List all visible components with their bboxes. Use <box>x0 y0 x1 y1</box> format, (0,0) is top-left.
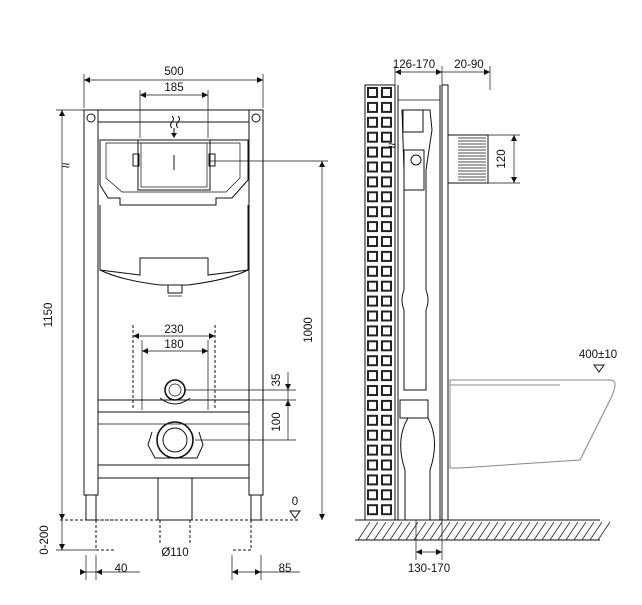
dim-foot-adjust: 0-200 <box>39 525 51 554</box>
left-frame-post <box>83 109 99 496</box>
dim-offset-small: 35 <box>271 374 283 387</box>
dim-foot-left: 40 <box>115 563 128 575</box>
dim-wall-depth: 126-170 <box>393 59 435 71</box>
cistern-top <box>99 139 249 206</box>
dim-bowl-height: 400±10 <box>579 349 617 361</box>
inlet-connector <box>447 134 489 184</box>
dim-plate-width: 185 <box>164 82 183 94</box>
cistern-side <box>401 109 433 391</box>
floor-level-label: 0 <box>292 496 298 508</box>
right-frame-post <box>248 109 264 496</box>
dim-rod-inner: 180 <box>164 339 183 351</box>
dim-height-total: 1150 <box>43 303 55 328</box>
mount-hole-right <box>251 113 261 123</box>
flush-plate <box>137 139 211 191</box>
front-view: 500 185 1150 ≈ 1000 230 180 <box>39 66 328 580</box>
toilet-bowl <box>449 379 616 469</box>
dim-height-plate: 1000 <box>303 317 315 343</box>
dim-foot-right: 85 <box>279 563 292 575</box>
dim-rod-outer: 230 <box>164 324 183 336</box>
floor-hatch <box>357 521 611 541</box>
drain-outlet <box>157 477 193 521</box>
dim-inlet-height: 120 <box>496 149 508 168</box>
dim-drain-diameter: Ø110 <box>161 547 188 559</box>
dim-width-total: 500 <box>164 66 183 78</box>
drain-pipe-bend <box>156 421 194 459</box>
mount-hole-left <box>86 113 96 123</box>
water-symbol: ≈ <box>62 157 70 173</box>
water-symbol-side: ≈ <box>388 137 396 153</box>
side-view: ≈ 126-170 20-90 120 400±10 130-170 <box>355 59 617 575</box>
inlet-pipe <box>164 379 186 401</box>
dim-front-depth: 20-90 <box>454 59 483 71</box>
dim-bottom-depth: 130-170 <box>408 563 450 575</box>
dim-offset-vertical: 100 <box>271 412 283 431</box>
brick-wall <box>367 87 392 516</box>
